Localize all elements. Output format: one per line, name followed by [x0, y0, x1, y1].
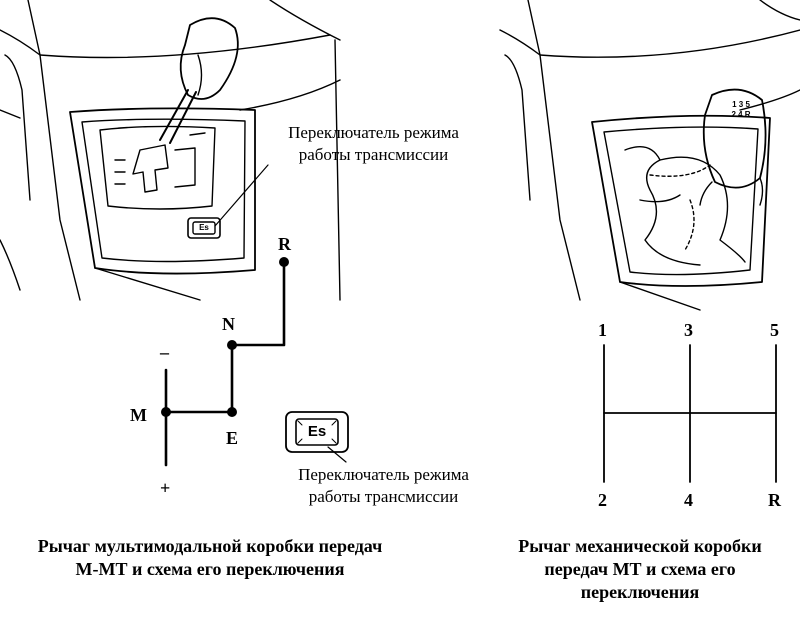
gear-label-1: 1 [598, 320, 607, 340]
gear-label-3: 3 [684, 320, 693, 340]
mode-switch-callout-top: Переключатель режима работы трансмиссии [288, 123, 459, 164]
mode-switch-callout-bottom: Переключатель режима работы трансмиссии [298, 465, 469, 506]
gear-label-n: N [222, 314, 235, 334]
mmt-console-illustration [0, 0, 341, 301]
gear-label-5: 5 [770, 320, 779, 340]
gear-label-2: 2 [598, 490, 607, 510]
gear-label-reverse: R [768, 490, 781, 510]
knob-gear-pattern: 1 3 5 2 4 R [731, 100, 751, 119]
es-button-large [285, 411, 349, 463]
gear-label-e: E [226, 428, 239, 448]
gear-label-minus: – [160, 342, 169, 362]
gear-label-4: 4 [684, 490, 693, 510]
gear-label-m: M [130, 405, 147, 425]
mt-h-pattern [603, 344, 777, 483]
gear-label-r: R [278, 234, 291, 254]
es-button-large-label: Es [307, 423, 327, 440]
gear-node-m [161, 407, 171, 417]
gear-node-n [227, 340, 237, 350]
es-button-small-label: Es [199, 223, 209, 232]
mmt-caption: Рычаг мультимодальной коробки передач М-… [37, 536, 383, 579]
gear-node-r [279, 257, 289, 267]
mt-console-illustration [499, 0, 800, 311]
gear-label-plus: + [160, 478, 171, 498]
mmt-shift-scheme [164, 260, 286, 467]
gear-node-e [227, 407, 237, 417]
mt-caption: Рычаг механической коробки передач МТ и … [518, 536, 762, 602]
